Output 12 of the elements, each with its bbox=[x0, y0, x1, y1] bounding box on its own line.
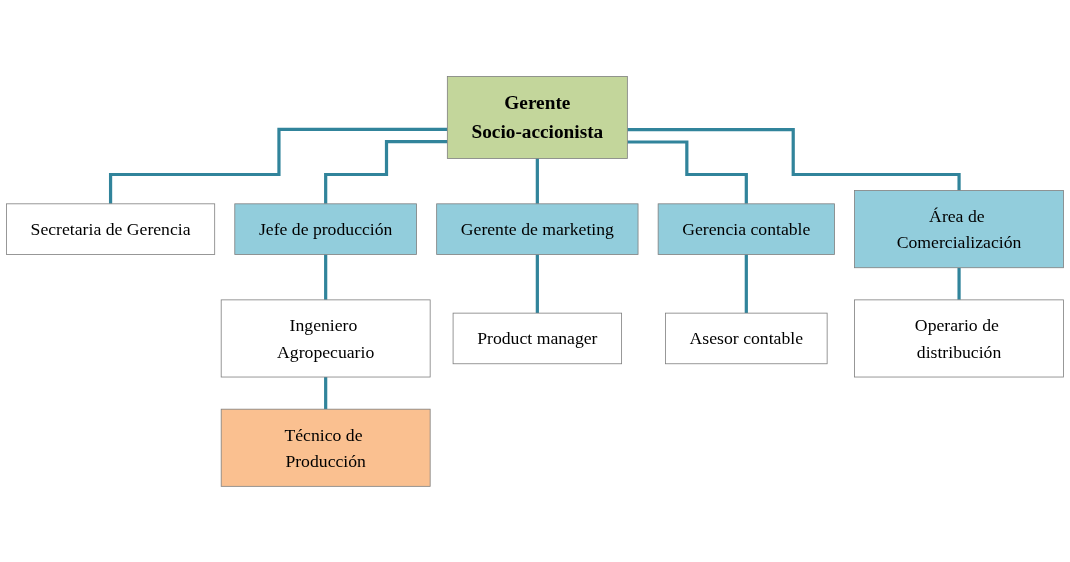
node-box: Product manager bbox=[452, 312, 622, 364]
node-box: Secretaria de Gerencia bbox=[6, 203, 216, 255]
node-box: Área de Comercialización bbox=[854, 189, 1064, 268]
node-box: Gerente de marketing bbox=[436, 203, 639, 255]
node-box: Asesor contable bbox=[665, 312, 828, 364]
connector bbox=[627, 127, 961, 192]
node-box: Ingeniero Agropecuario bbox=[220, 299, 431, 378]
node-box: Técnico de Producción bbox=[220, 408, 431, 487]
node-box: Operario de distribución bbox=[854, 299, 1064, 378]
node-box: Gerencia contable bbox=[657, 203, 835, 255]
node-box: Gerente Socio-accionista bbox=[446, 75, 628, 159]
node-box: Jefe de producción bbox=[234, 203, 417, 255]
